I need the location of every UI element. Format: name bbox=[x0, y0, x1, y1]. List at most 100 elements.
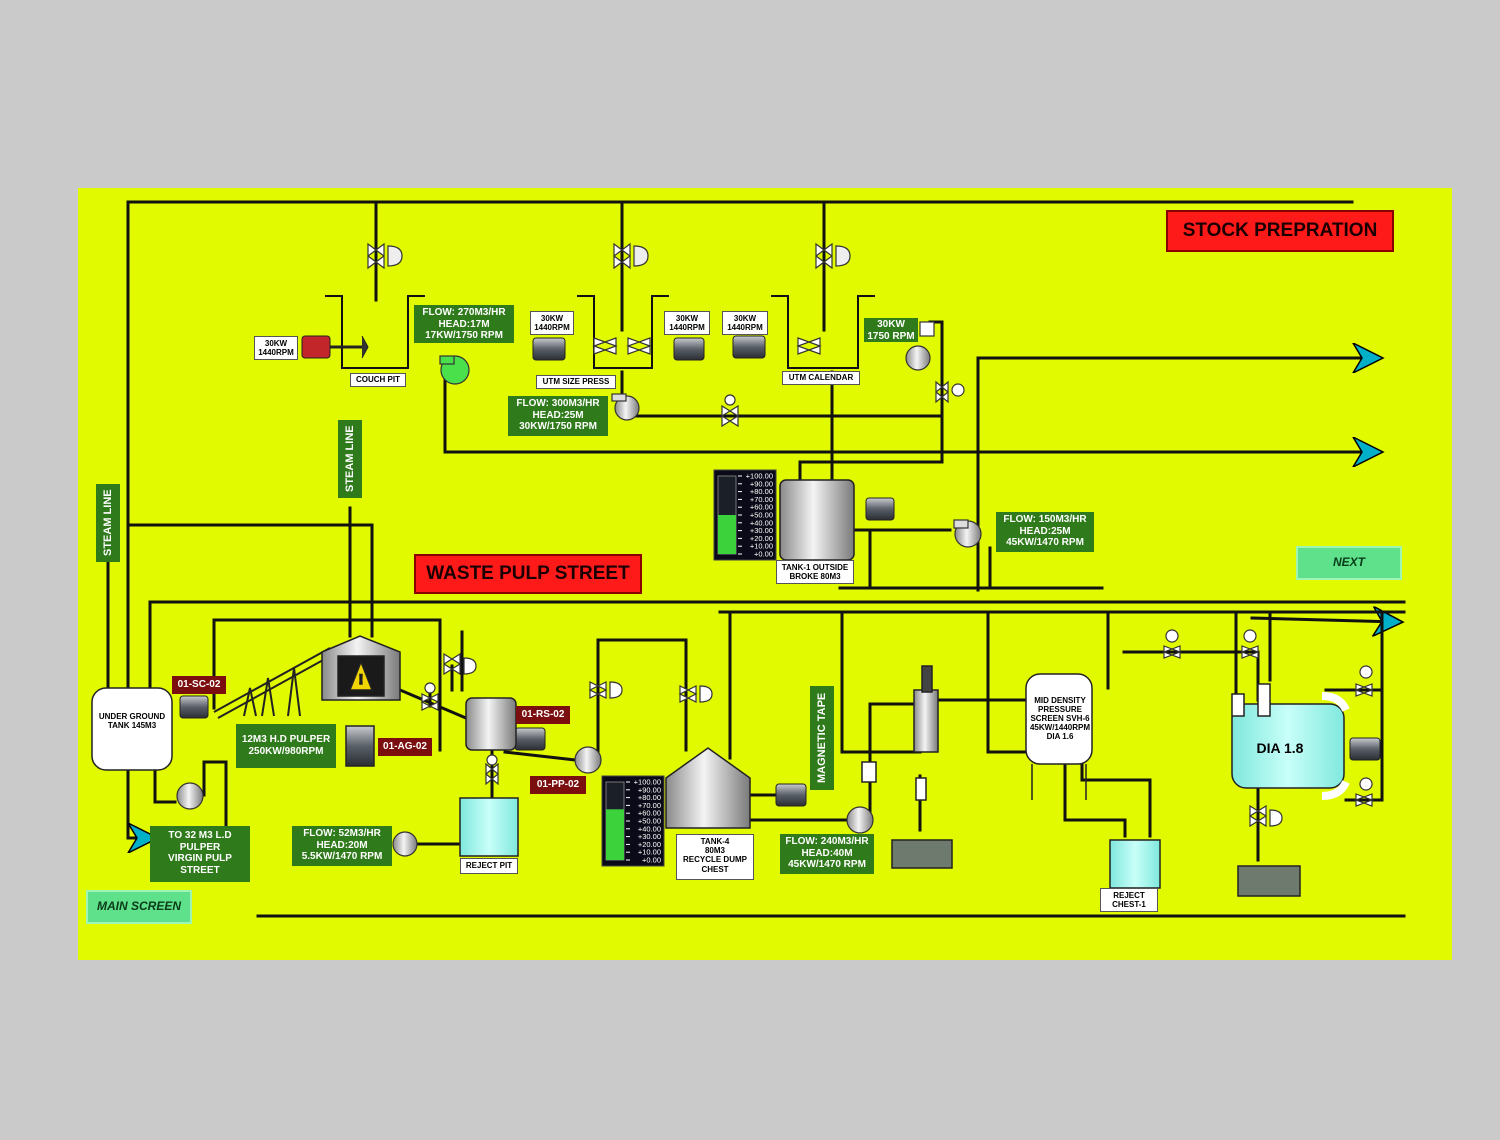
pump-reject-pit bbox=[392, 831, 418, 857]
pump-couch-pit bbox=[439, 355, 470, 385]
gauge-tick-label: +60.00 bbox=[638, 809, 661, 818]
gauge-tick-label: +80.00 bbox=[750, 487, 773, 496]
motor-tank4 bbox=[775, 783, 807, 807]
rs02-vessel bbox=[465, 697, 517, 751]
hd-pulper-vessel: ! bbox=[321, 635, 401, 767]
gauge-tick-label: +90.00 bbox=[638, 785, 661, 794]
gauge-tick-label: +10.00 bbox=[638, 848, 661, 857]
gauge-tick-label: +20.00 bbox=[638, 840, 661, 849]
gauge-tick-label: +90.00 bbox=[750, 479, 773, 488]
mid-density-screen-vessel bbox=[1025, 673, 1093, 800]
tank1-level-gauge: +100.00+90.00+80.00+70.00+60.00+50.00+40… bbox=[713, 469, 777, 561]
gauge-tick-label: +10.00 bbox=[750, 542, 773, 551]
tank4-pump-spec: FLOW: 240M3/HR HEAD:40M 45KW/1470 RPM bbox=[780, 834, 874, 874]
valve-9 bbox=[442, 652, 477, 676]
gauge-tick-label: +40.00 bbox=[750, 518, 773, 527]
gauge-fill bbox=[718, 515, 736, 554]
calendar-motor-rating: 30KW 1440RPM bbox=[722, 311, 768, 335]
underground-tank-label: UNDER GROUND TANK 145M3 bbox=[98, 712, 166, 730]
tank4-level-gauge: +100.00+90.00+80.00+70.00+60.00+50.00+40… bbox=[601, 775, 665, 867]
gauge-tick-label: +30.00 bbox=[750, 526, 773, 535]
pump-1750 bbox=[905, 321, 935, 371]
valve-4 bbox=[592, 337, 618, 355]
steam-line-label-1: STEAM LINE bbox=[96, 484, 120, 562]
to-ld-pulper-label: TO 32 M3 L.D PULPER VIRGIN PULP STREET bbox=[150, 826, 250, 882]
screw-conveyor bbox=[213, 647, 335, 719]
motor-sc02 bbox=[179, 695, 209, 719]
dia-label: DIA 1.8 bbox=[1256, 740, 1304, 756]
valve-15 bbox=[1240, 629, 1260, 659]
valve-3 bbox=[815, 242, 851, 270]
main-screen-button[interactable]: MAIN SCREEN bbox=[86, 890, 192, 924]
reject-pit-pump-spec: FLOW: 52M3/HR HEAD:20M 5.5KW/1470 RPM bbox=[292, 826, 392, 866]
couch-pit-motor-rating: 30KW 1440RPM bbox=[254, 336, 298, 360]
gauge-tick-label: +30.00 bbox=[638, 832, 661, 841]
reject-chest-vessel bbox=[1109, 839, 1161, 889]
gauge-tick-label: +80.00 bbox=[638, 793, 661, 802]
reject-pit-label: REJECT PIT bbox=[460, 858, 518, 874]
settling-basin-1 bbox=[891, 839, 953, 869]
motor-calendar bbox=[732, 335, 766, 359]
tank1-vessel bbox=[779, 479, 855, 561]
valve-18 bbox=[1248, 804, 1283, 828]
utm-size-press-label: UTM SIZE PRESS bbox=[536, 375, 616, 389]
motor-dia bbox=[1349, 737, 1381, 761]
motor-size-press-1 bbox=[532, 337, 566, 361]
settling-basin-2 bbox=[1237, 865, 1301, 897]
size-press-pump-spec: FLOW: 300M3/HR HEAD:25M 30KW/1750 RPM bbox=[508, 396, 608, 436]
pump-underground bbox=[176, 782, 204, 810]
tag-ag02: 01-AG-02 bbox=[378, 738, 432, 756]
couch-pit-label: COUCH PIT bbox=[350, 373, 406, 387]
gauge-tick-label: +70.00 bbox=[638, 801, 661, 810]
pump-tank4 bbox=[846, 806, 874, 834]
pump-size-press bbox=[611, 393, 640, 421]
motor-couch-pit bbox=[301, 335, 369, 359]
tag-rs02: 01-RS-02 bbox=[516, 706, 570, 724]
waste-pulp-street-title: WASTE PULP STREET bbox=[414, 554, 642, 594]
gauge-tick-label: +20.00 bbox=[750, 534, 773, 543]
valve-1 bbox=[367, 242, 403, 270]
cleaner-vessel bbox=[861, 665, 939, 801]
gauge-tick-label: +70.00 bbox=[750, 495, 773, 504]
magnetic-tape-label: MAGNETIC TAPE bbox=[810, 686, 834, 790]
gauge-tick-label: +100.00 bbox=[634, 778, 661, 787]
mid-density-screen-label: MID DENSITY PRESSURE SCREEN SVH-6 45KW/1… bbox=[1029, 696, 1091, 741]
utm-calendar-label: UTM CALENDAR bbox=[782, 371, 860, 385]
gauge-tick-label: +0.00 bbox=[642, 856, 661, 865]
gauge-fill bbox=[606, 809, 624, 860]
svg-text:!: ! bbox=[359, 671, 364, 687]
valve-8 bbox=[935, 380, 965, 404]
valve-10 bbox=[420, 682, 440, 711]
valve-12 bbox=[678, 685, 713, 703]
valve-11 bbox=[588, 681, 623, 699]
gauge-tick-label: +100.00 bbox=[746, 472, 773, 481]
motor-size-press-2 bbox=[673, 337, 705, 361]
reject-chest-label: REJECT CHEST-1 bbox=[1100, 888, 1158, 912]
valve-13 bbox=[485, 754, 499, 786]
valve-14 bbox=[1162, 629, 1182, 659]
valve-17 bbox=[1354, 777, 1374, 807]
motor-tank1 bbox=[865, 497, 895, 521]
underground-tank-vessel bbox=[91, 687, 173, 771]
tank4-vessel bbox=[665, 747, 751, 829]
tank1-label: TANK-1 OUTSIDE BROKE 80M3 bbox=[776, 560, 854, 584]
valve-2 bbox=[613, 242, 649, 270]
pump-broke bbox=[953, 519, 982, 548]
tag-pp02: 01-PP-02 bbox=[530, 776, 586, 794]
valve-5 bbox=[626, 337, 652, 355]
valve-7 bbox=[720, 394, 740, 428]
size-press-motor-1-rating: 30KW 1440RPM bbox=[530, 311, 574, 335]
gauge-tick-label: +50.00 bbox=[638, 817, 661, 826]
next-button[interactable]: NEXT bbox=[1296, 546, 1402, 580]
couch-pit-pump-spec: FLOW: 270M3/HR HEAD:17M 17KW/1750 RPM bbox=[414, 305, 514, 343]
gauge-tick-label: +60.00 bbox=[750, 503, 773, 512]
valve-16 bbox=[1354, 665, 1374, 697]
size-press-motor-2-rating: 30KW 1440RPM bbox=[664, 311, 710, 335]
gauge-tick-label: +0.00 bbox=[754, 550, 773, 559]
gauge-tick-label: +50.00 bbox=[750, 511, 773, 520]
tank4-label: TANK-4 80M3 RECYCLE DUMP CHEST bbox=[676, 834, 754, 880]
dia-vessel bbox=[1231, 683, 1350, 800]
valve-6 bbox=[796, 337, 822, 355]
gauge-tick-label: +40.00 bbox=[638, 824, 661, 833]
